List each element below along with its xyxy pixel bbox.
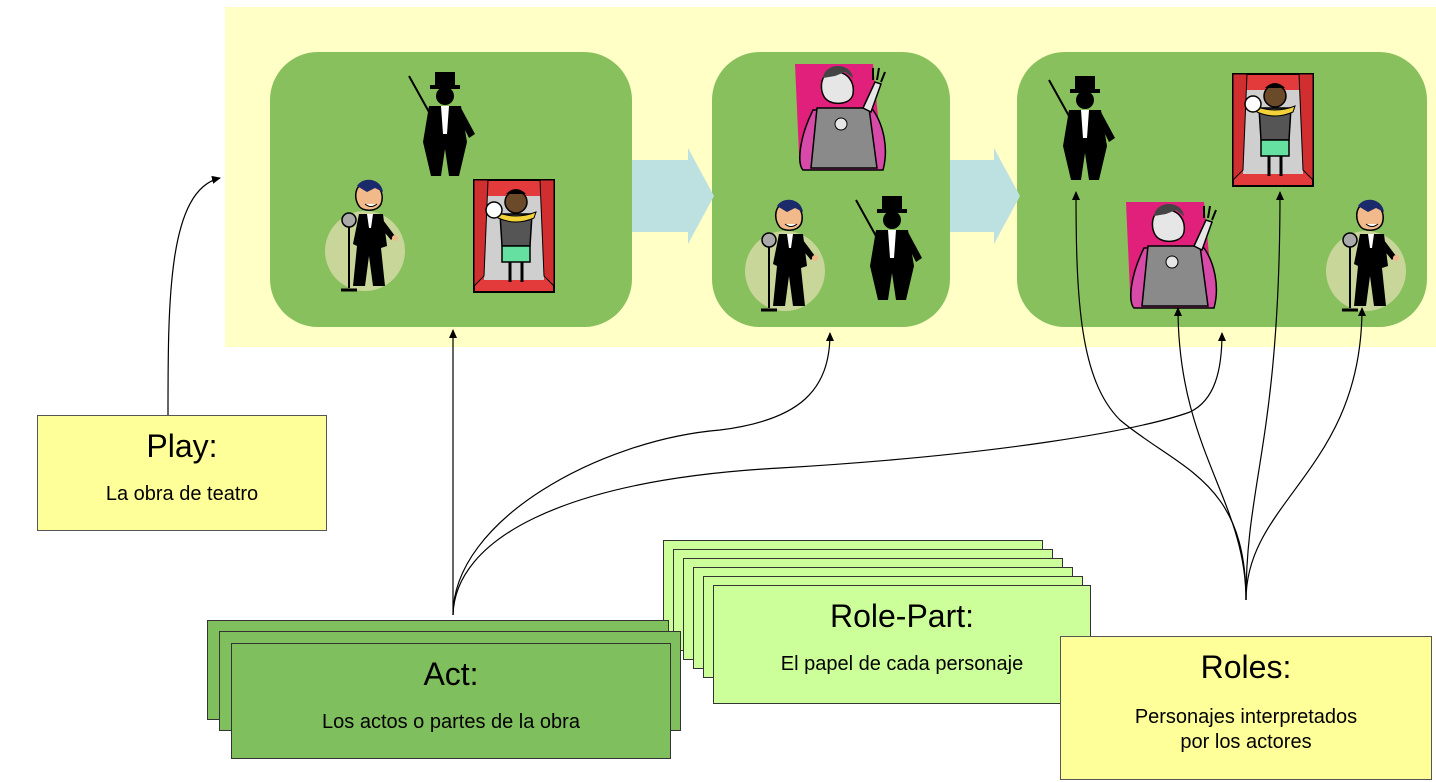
- singer-microphone-icon: [743, 198, 827, 313]
- conductor-silhouette-icon: [855, 195, 923, 301]
- role-part-box: Role-Part: El papel de cada personaje: [713, 585, 1091, 704]
- role-part-title: Role-Part:: [829, 598, 975, 634]
- actor-curtain-icon: [472, 178, 556, 294]
- act-title: Act:: [423, 656, 479, 692]
- role-part-subtitle: El papel de cada personaje: [780, 653, 1024, 675]
- roles-box: Roles: Personajes interpretados por los …: [1060, 636, 1432, 780]
- tragic-actor-icon: [1125, 201, 1218, 309]
- act-transition-arrow-2: [950, 148, 1020, 244]
- roles-subtitle-line1: Personajes interpretados: [1134, 706, 1358, 728]
- roles-title: Roles:: [1200, 649, 1292, 685]
- role-connectors: [1072, 191, 1366, 601]
- singer-microphone-icon: [323, 178, 407, 293]
- act-subtitle: Los actos o partes de la obra: [322, 711, 580, 733]
- act-box: Act: Los actos o partes de la obra: [231, 643, 671, 759]
- play-connector: [167, 175, 221, 416]
- singer-microphone-icon: [1324, 198, 1408, 313]
- play-box: Play: La obra de teatro: [37, 415, 327, 531]
- conductor-silhouette-icon: [1048, 75, 1116, 181]
- tragic-actor-icon: [794, 63, 887, 171]
- act-connectors: [449, 329, 1226, 616]
- play-title: Play:: [146, 428, 218, 464]
- roles-subtitle-line2: por los actores: [1180, 731, 1312, 753]
- conductor-silhouette-icon: [408, 71, 476, 177]
- act-transition-arrow-1: [632, 148, 714, 244]
- actor-curtain-icon: [1231, 72, 1315, 188]
- play-subtitle: La obra de teatro: [105, 483, 259, 505]
